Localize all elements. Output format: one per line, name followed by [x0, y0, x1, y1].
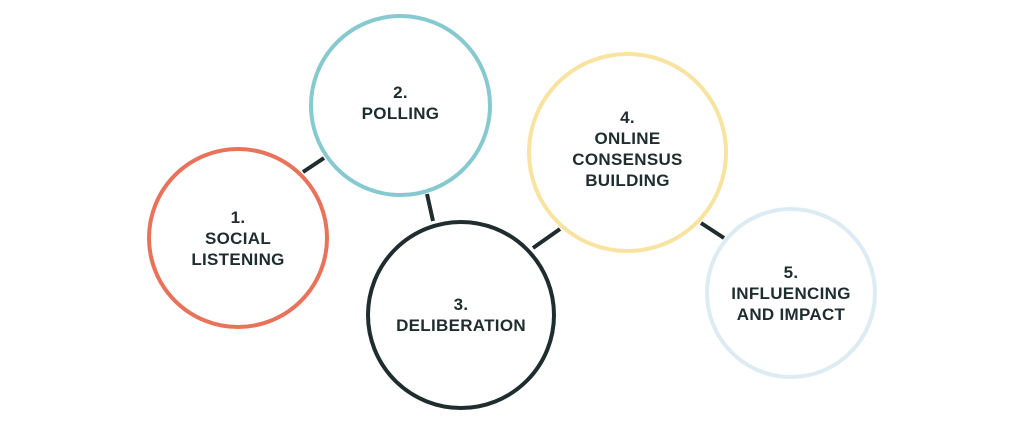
step-number: 3. — [453, 295, 469, 314]
step-label-line: LISTENING — [191, 249, 285, 269]
step-social-listening: 1. SOCIAL LISTENING — [147, 147, 329, 329]
step-label-line: CONSENSUS — [572, 149, 683, 169]
connector-2-3 — [425, 193, 435, 222]
step-label-line: INFLUENCING — [731, 283, 851, 303]
step-influencing-and-impact: 5. INFLUENCING AND IMPACT — [705, 207, 877, 379]
step-label-line: BUILDING — [585, 170, 670, 190]
step-label-line: DELIBERATION — [396, 316, 526, 335]
connector-3-4 — [531, 227, 562, 250]
step-number: 5. — [783, 262, 799, 282]
step-online-consensus-building: 4. ONLINE CONSENSUS BUILDING — [527, 52, 728, 253]
step-label-line: POLLING — [361, 103, 440, 123]
step-label-line: AND IMPACT — [736, 304, 846, 324]
step-number: 1. — [230, 207, 246, 227]
connector-1-2 — [301, 156, 326, 174]
step-deliberation: 3. DELIBERATION — [366, 220, 556, 410]
step-number: 4. — [620, 107, 635, 127]
connector-4-5 — [699, 221, 726, 240]
step-label-line: SOCIAL — [204, 228, 272, 248]
step-label-line: ONLINE — [594, 128, 661, 148]
step-polling: 2. POLLING — [309, 14, 492, 197]
step-number: 2. — [393, 82, 408, 102]
